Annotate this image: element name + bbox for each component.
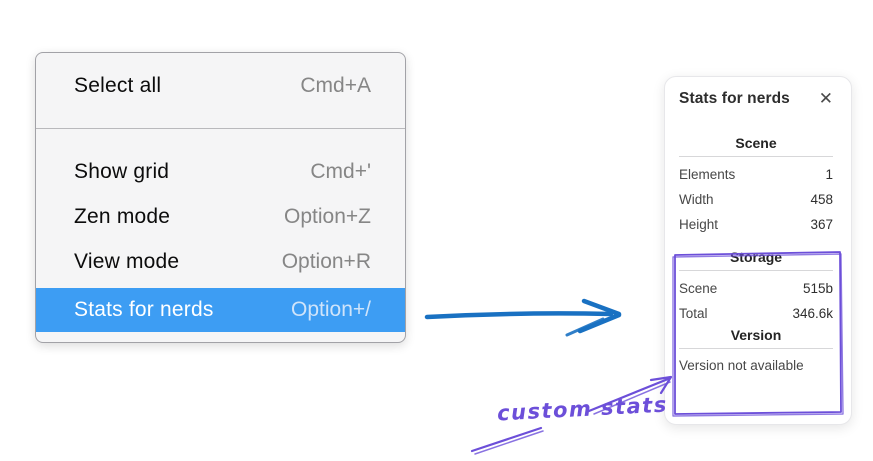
stat-label: Height (679, 217, 719, 232)
section-divider (679, 270, 833, 271)
menu-item-label: View mode (74, 249, 180, 273)
stat-row-elements: Elements 1 (679, 167, 833, 182)
stats-panel-title: Stats for nerds (679, 90, 790, 107)
menu-item-label: Stats for nerds (74, 298, 214, 321)
flow-arrow-barb-top (581, 298, 622, 317)
flow-arrow-barb-echo (565, 317, 605, 337)
stat-value: 515b (802, 281, 833, 296)
stat-label: Elements (679, 167, 736, 182)
stat-row-height: Height 367 (679, 217, 833, 232)
flow-arrow-shaft (424, 311, 614, 320)
stat-value: 1 (825, 167, 833, 182)
section-divider (679, 348, 833, 349)
stat-label: Width (679, 192, 714, 207)
annotation-label: custom stats (496, 392, 669, 426)
menu-item-show-grid[interactable]: Show grid Cmd+' (36, 149, 405, 194)
menu-item-view-mode[interactable]: View mode Option+R (36, 239, 405, 284)
menu-item-shortcut: Option+Z (284, 204, 371, 228)
menu-item-label: Zen mode (74, 204, 171, 228)
annotation-arrow-tail-echo (474, 430, 544, 455)
close-button[interactable]: ✕ (818, 88, 833, 109)
section-header-storage: Storage (729, 249, 783, 265)
stats-panel-header: Stats for nerds ✕ (679, 90, 833, 108)
stat-label: Scene (679, 281, 718, 296)
section-divider (679, 156, 833, 157)
context-menu: Select all Cmd+A Show grid Cmd+' Zen mod… (35, 52, 406, 343)
stat-value: 458 (810, 192, 833, 207)
menu-item-label: Select all (74, 73, 162, 97)
menu-item-label: Show grid (74, 159, 170, 183)
menu-item-shortcut: Cmd+A (300, 73, 371, 97)
section-header-scene: Scene (735, 135, 777, 151)
close-icon: ✕ (818, 88, 833, 109)
menu-item-shortcut: Option+/ (291, 298, 371, 321)
version-note: Version not available (679, 358, 804, 373)
stat-label: Total (679, 306, 708, 321)
menu-item-select-all[interactable]: Select all Cmd+A (36, 63, 405, 108)
stats-panel: Stats for nerds ✕ Scene Elements 1 Width… (664, 76, 852, 425)
annotation-arrow-tail (470, 426, 543, 453)
section-header-version: Version (730, 327, 782, 343)
menu-item-stats-for-nerds[interactable]: Stats for nerds Option+/ (36, 288, 405, 332)
menu-item-shortcut: Cmd+' (310, 159, 371, 183)
flow-arrow (424, 298, 622, 337)
menu-item-zen-mode[interactable]: Zen mode Option+Z (36, 194, 405, 239)
stat-value: 367 (810, 217, 833, 232)
menu-divider (36, 128, 405, 129)
flow-arrow-barb-bottom (577, 312, 622, 334)
stat-row-scene-storage: Scene 515b (679, 281, 833, 296)
stat-row-width: Width 458 (679, 192, 833, 207)
menu-item-shortcut: Option+R (281, 249, 371, 273)
stat-value: 346.6k (792, 306, 833, 321)
stat-row-total-storage: Total 346.6k (679, 306, 833, 321)
